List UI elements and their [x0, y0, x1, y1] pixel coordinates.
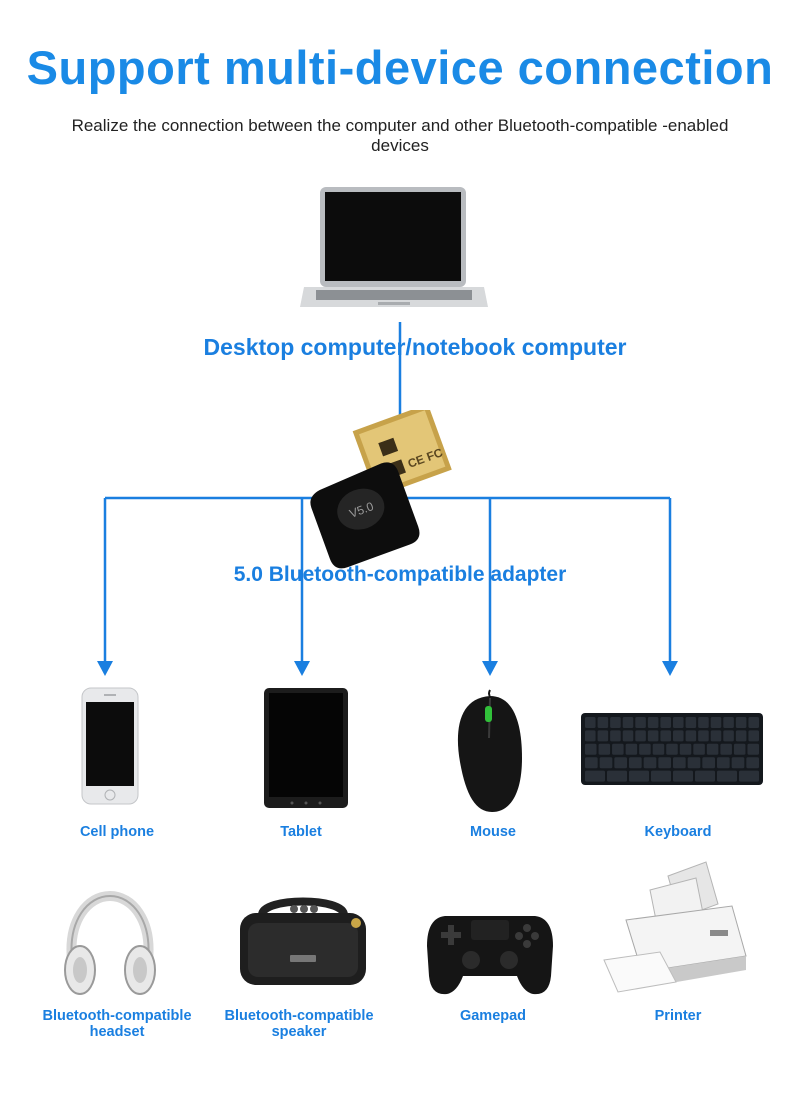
- speaker-icon: [240, 897, 366, 985]
- page-title: Support multi-device connection: [26, 41, 774, 94]
- device-label-headset: Bluetooth-compatible headset: [42, 1008, 192, 1040]
- arrow-down-icon: [662, 661, 678, 676]
- computer-label: Desktop computer/notebook computer: [203, 334, 627, 360]
- tablet-icon: [264, 688, 348, 808]
- keyboard-icon: [581, 713, 763, 785]
- laptop-icon: [300, 187, 488, 307]
- arrow-down-icon: [482, 661, 498, 676]
- page-subtitle: Realize the connection between the compu…: [71, 116, 729, 155]
- gamepad-icon: [427, 916, 553, 995]
- cell-phone-icon: [81, 687, 139, 805]
- device-label-speaker: Bluetooth-compatible speaker: [224, 1008, 374, 1040]
- mouse-icon: [457, 689, 522, 812]
- bluetooth-adapter-icon: CE FC V5.0: [310, 410, 452, 569]
- device-label-cell-phone: Cell phone: [79, 824, 155, 840]
- device-label-gamepad: Gamepad: [459, 1008, 527, 1024]
- device-label-keyboard: Keyboard: [644, 824, 712, 840]
- adapter-label: 5.0 Bluetooth-compatible adapter: [233, 563, 567, 586]
- arrow-down-icon: [294, 661, 310, 676]
- device-label-tablet: Tablet: [280, 824, 322, 840]
- printer-icon: [603, 861, 747, 993]
- headset-icon: [64, 890, 156, 995]
- device-label-printer: Printer: [654, 1008, 702, 1024]
- arrow-down-icon: [97, 661, 113, 676]
- device-label-mouse: Mouse: [470, 824, 516, 840]
